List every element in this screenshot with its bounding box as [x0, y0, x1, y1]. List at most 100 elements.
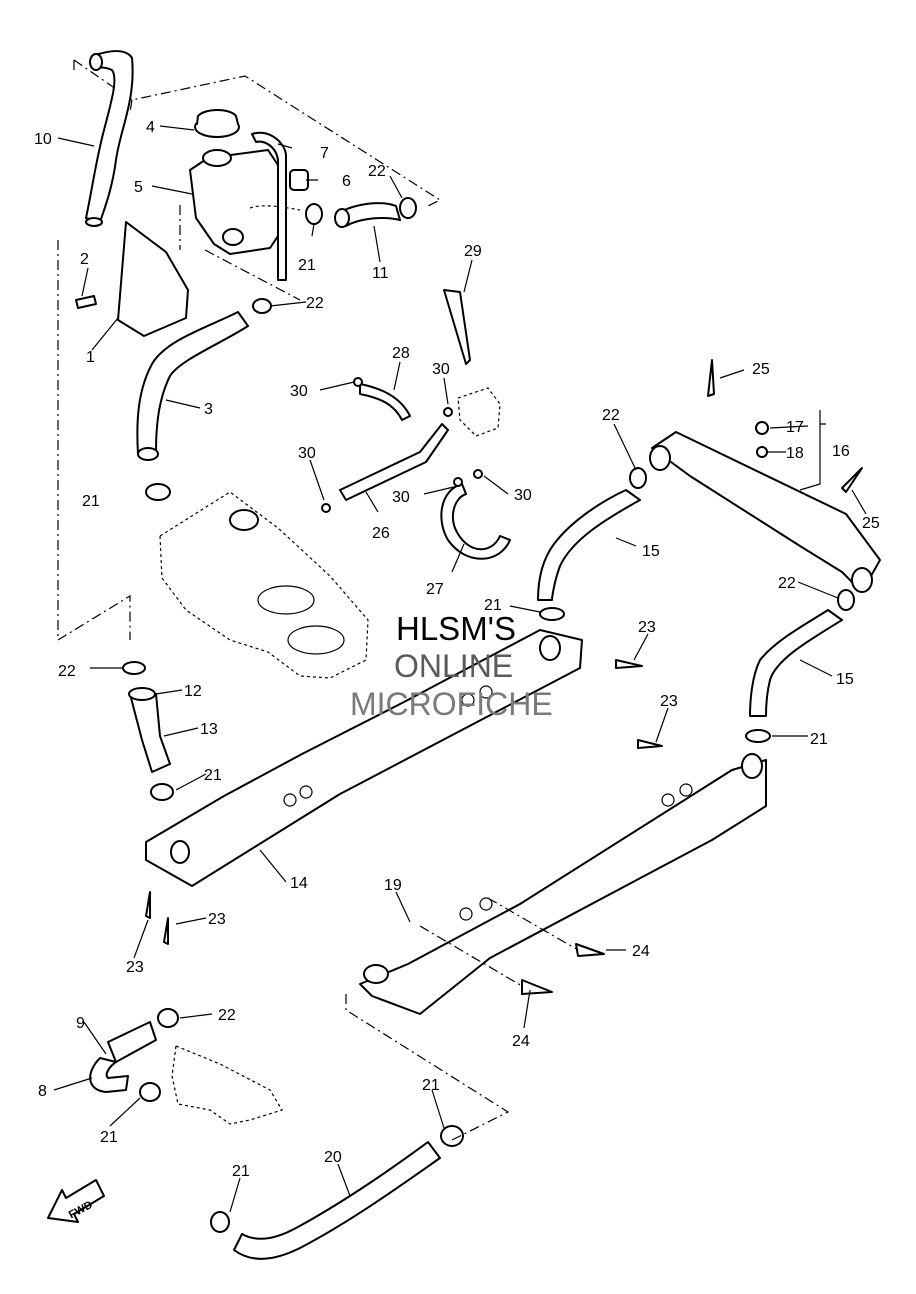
hose-part-15-upper	[537, 489, 641, 601]
callout-19: 19	[384, 877, 402, 894]
radiator-cap-top	[196, 109, 239, 125]
clamp-part-21-hose15b	[745, 729, 771, 743]
clamp-part-21-hose3	[145, 483, 171, 501]
callout-11: 11	[372, 265, 389, 282]
washer-part-18	[756, 446, 768, 458]
rivet-part-24-b	[521, 979, 553, 995]
clip-part-30-d	[453, 477, 463, 487]
clamp-part-21-hose15	[539, 607, 565, 621]
rivet-part-23-d	[637, 739, 663, 749]
tie-strap-part-29	[443, 289, 471, 365]
heat-exchanger-part-14	[145, 629, 583, 887]
tank-outlet	[222, 228, 244, 246]
filler-hose-end-bottom	[85, 217, 103, 227]
clamp-part-22-hose15b	[837, 589, 855, 611]
callout-7: 7	[320, 145, 329, 162]
hose-12-end	[128, 687, 156, 701]
callout-23: 23	[208, 911, 226, 928]
callout-25: 25	[862, 515, 880, 532]
hx19-guide	[419, 897, 579, 987]
hose-part-20	[233, 1141, 441, 1260]
callout-18: 18	[786, 445, 804, 462]
callout-21: 21	[100, 1129, 118, 1146]
bolt-part-2	[75, 295, 97, 309]
hx16-outlet	[851, 567, 873, 593]
hx14-outlet	[170, 840, 190, 864]
hose-part-15-lower	[749, 609, 843, 717]
rivet-part-25-top	[707, 359, 715, 397]
callout-21: 21	[232, 1163, 250, 1180]
callout-3: 3	[204, 401, 213, 418]
callout-22: 22	[218, 1007, 236, 1024]
callout-6: 6	[342, 173, 351, 190]
callout-21: 21	[484, 597, 502, 614]
callout-4: 4	[146, 119, 155, 136]
callout-28: 28	[392, 345, 410, 362]
clamp-part-21-hose20-top	[440, 1125, 464, 1147]
callout-24: 24	[512, 1033, 530, 1050]
head-port-1	[257, 585, 315, 615]
bracket-part-1	[117, 221, 189, 337]
hose-part-27	[440, 483, 511, 560]
callout-25: 25	[752, 361, 770, 378]
callout-1: 1	[86, 349, 95, 366]
clamp-part-22-hose13	[122, 661, 146, 675]
callout-21: 21	[298, 257, 316, 274]
callout-9: 9	[76, 1015, 85, 1032]
clip-part-30-c	[321, 503, 331, 513]
callout-22: 22	[306, 295, 324, 312]
clamp-part-21-hose20-bottom	[210, 1211, 230, 1233]
rivet-part-23-a	[615, 659, 643, 669]
fwd-arrow-icon: FWD	[47, 1179, 105, 1223]
callout-2: 2	[80, 251, 89, 268]
hx14-hole-2	[299, 785, 313, 799]
pipe-part-26	[339, 423, 449, 501]
callout-30: 30	[514, 487, 532, 504]
screw-part-17	[755, 421, 769, 435]
clip-part-30-b	[443, 407, 453, 417]
rivet-part-24-a	[575, 943, 605, 957]
hose-part-13	[129, 693, 171, 773]
hx14-inlet	[539, 635, 561, 661]
callout-24: 24	[632, 943, 650, 960]
clamp-part-22-hose3	[252, 298, 272, 314]
callout-21: 21	[422, 1077, 440, 1094]
hose-11-end	[334, 208, 350, 228]
left-vertical-guide	[57, 240, 131, 642]
clamp-part-22-hose15	[629, 467, 647, 489]
callout-15: 15	[642, 543, 660, 560]
hx14-hole-1	[283, 793, 297, 807]
reservoir-tank-part-5	[189, 149, 283, 255]
hose-part-9	[107, 1021, 157, 1063]
callout-17: 17	[786, 419, 804, 436]
callout-8: 8	[38, 1083, 47, 1100]
callout-22: 22	[602, 407, 620, 424]
hx19-inlet	[741, 753, 763, 779]
hose-part-11	[339, 202, 401, 227]
callout-30: 30	[298, 445, 316, 462]
callout-13: 13	[200, 721, 218, 738]
clip-part-30-a	[353, 377, 363, 387]
callout-23: 23	[126, 959, 144, 976]
engine-head-guide	[179, 205, 301, 301]
callout-30: 30	[290, 383, 308, 400]
hx19-hole-3	[661, 793, 675, 807]
filler-hose-end	[89, 53, 103, 71]
callout-16: 16	[832, 443, 850, 460]
tank-filler-neck	[202, 149, 232, 167]
hose-part-28	[359, 383, 411, 421]
hx19-hole-4	[679, 783, 693, 797]
thermostat-housing-outline	[171, 1045, 283, 1125]
rivet-part-23-b	[145, 891, 151, 919]
hx16-inlet	[649, 445, 671, 471]
hose-3-end	[137, 447, 159, 461]
head-outlet	[229, 509, 259, 531]
leaders	[53, 125, 867, 1213]
callout-22: 22	[368, 163, 386, 180]
callout-21: 21	[810, 731, 828, 748]
head-port-2	[287, 625, 345, 655]
filler-hose-part-10	[85, 50, 134, 223]
tank-group-outline	[73, 59, 442, 207]
callout-15: 15	[836, 671, 854, 688]
